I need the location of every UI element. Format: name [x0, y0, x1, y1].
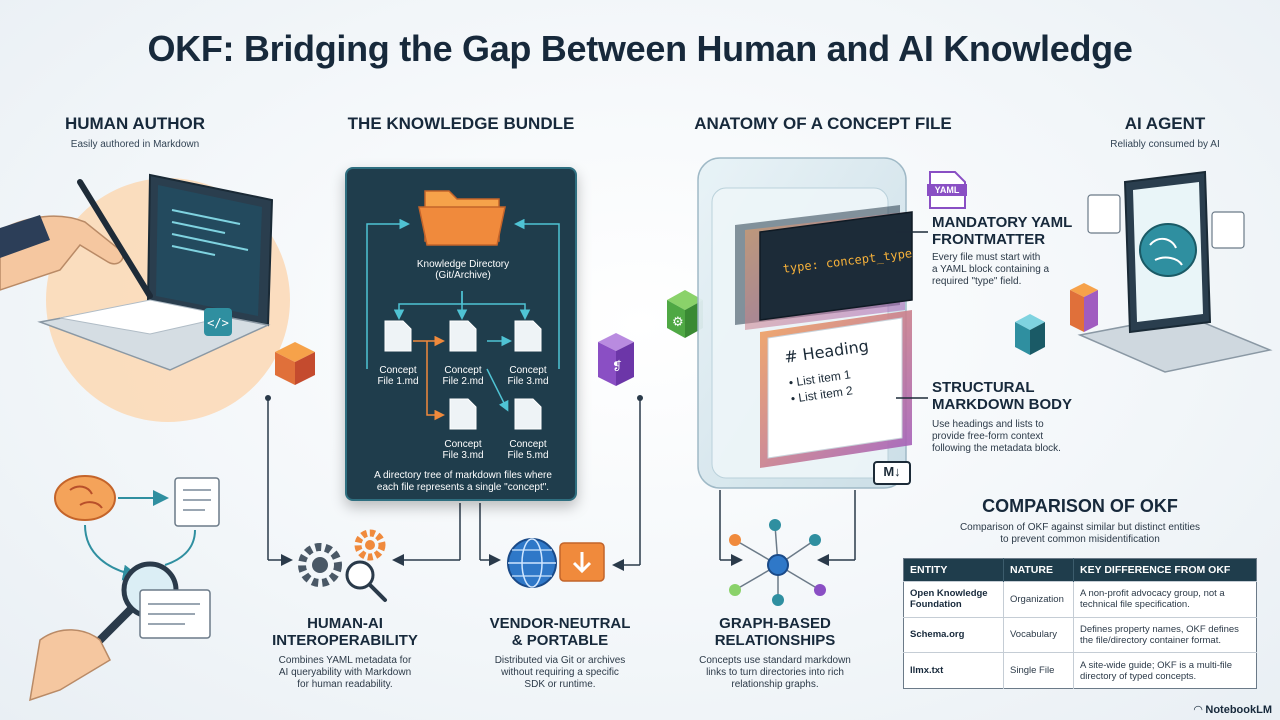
- writing-hand-icon: [0, 179, 153, 299]
- frontmatter-desc-line2: a YAML block containing a: [932, 264, 1050, 275]
- vendor-desc-line2: without requiring a specific: [501, 667, 619, 678]
- frontmatter-title-line2: FRONTMATTER: [932, 231, 1046, 248]
- vendor-desc-line1: Distributed via Git or archives: [494, 655, 626, 666]
- entity-cell: Schema.org: [903, 616, 1004, 653]
- header-nature: NATURE: [1003, 558, 1074, 582]
- comparison-subtitle-line2: to prevent common misidentification: [1000, 534, 1160, 545]
- graph-title-line2: RELATIONSHIPS: [714, 632, 836, 649]
- body-desc-line1: Use headings and lists to: [932, 419, 1044, 430]
- entity-cell: llmx.txt: [903, 652, 1004, 689]
- file-label-2a: Concept: [444, 365, 482, 376]
- header-key-difference: KEY DIFFERENCE FROM OKF: [1073, 558, 1257, 582]
- svg-text:❡: ❡: [612, 359, 622, 373]
- bundle-caption-line1: A directory tree of markdown files where: [374, 470, 552, 481]
- interop-title-line1: HUMAN-AI: [307, 615, 383, 632]
- table-row: Open Knowledge Foundation Organization A…: [903, 581, 1257, 618]
- graph-desc-line1: Concepts use standard markdown: [699, 655, 851, 666]
- nature-cell: Single File: [1003, 652, 1074, 689]
- ai-agent-subtitle: Reliably consumed by AI: [1110, 139, 1220, 150]
- body-title-line1: STRUCTURAL: [932, 379, 1035, 396]
- nature-cell: Organization: [1003, 581, 1074, 618]
- knowledge-bundle-panel: Knowledge Directory (Git/Archive) Concep…: [345, 167, 577, 501]
- folder-icon: [418, 190, 506, 246]
- file-label-5b: File 5.md: [507, 450, 549, 461]
- body-desc-line2: provide free-form context: [932, 431, 1044, 442]
- nature-cell: Vocabulary: [1003, 616, 1074, 653]
- anatomy-title: ANATOMY OF A CONCEPT FILE: [694, 114, 952, 133]
- magnifier-hand-icon: [29, 561, 211, 702]
- bundle-tree: [366, 190, 560, 430]
- vendor-title-line2: & PORTABLE: [511, 632, 609, 649]
- file-icon-5: [514, 398, 542, 430]
- frontmatter-desc-line1: Every file must start with: [932, 252, 1041, 263]
- laptop-icon: </>: [37, 173, 274, 371]
- bundle-caption-line2: each file represents a single "concept".: [376, 482, 550, 493]
- difference-cell: Defines property names, OKF defines the …: [1073, 616, 1257, 653]
- table-row: Schema.org Vocabulary Defines property n…: [903, 616, 1257, 653]
- file-label-4b: File 3.md: [442, 450, 484, 461]
- brain-document-icon: [54, 475, 220, 581]
- frontmatter-title-line1: MANDATORY YAML: [932, 214, 1073, 231]
- ai-agent-title: AI AGENT: [1124, 114, 1206, 133]
- root-label-line1: Knowledge Directory: [416, 259, 510, 270]
- file-label-3b: File 3.md: [507, 376, 549, 387]
- file-label-3a: Concept: [509, 365, 547, 376]
- svg-text:</>: </>: [207, 316, 229, 330]
- header-entity: ENTITY: [903, 558, 1004, 582]
- interop-desc-line3: for human readability.: [297, 679, 393, 690]
- globe-folder-icon: [507, 538, 605, 588]
- footer-brand-text: NotebookLM: [1205, 704, 1272, 716]
- graph-desc-line3: relationship graphs.: [731, 679, 819, 690]
- file-icon-4: [449, 398, 477, 430]
- comparison-title: COMPARISON OF OKF: [982, 496, 1178, 516]
- purple-cube-icon: ❡: [598, 333, 634, 386]
- frontmatter-desc-line3: required "type" field.: [932, 276, 1022, 287]
- orange-cube-icon: [275, 342, 315, 385]
- entity-cell: Open Knowledge Foundation: [903, 581, 1004, 618]
- body-title-line2: MARKDOWN BODY: [932, 396, 1072, 413]
- gears-icon: [298, 529, 387, 602]
- graph-network-icon: [729, 519, 826, 606]
- body-desc-line3: following the metadata block.: [932, 443, 1061, 454]
- page-title: OKF: Bridging the Gap Between Human and …: [147, 28, 1133, 69]
- table-header-row: ENTITY NATURE KEY DIFFERENCE FROM OKF: [903, 558, 1257, 582]
- interop-desc-line1: Combines YAML metadata for: [278, 655, 412, 666]
- file-label-5a: Concept: [509, 439, 547, 450]
- vendor-title-line1: VENDOR-NEUTRAL: [489, 615, 631, 632]
- file-label-2b: File 2.md: [442, 376, 484, 387]
- graph-desc-line2: links to turn directories into rich: [706, 667, 844, 678]
- file-icon-3: [514, 320, 542, 352]
- graph-title-line1: GRAPH-BASED: [719, 615, 831, 632]
- ai-agent-device-icon: [1015, 170, 1273, 373]
- table-row: llmx.txt Single File A site-wide guide; …: [903, 652, 1257, 689]
- markdown-logo-icon: [873, 461, 911, 485]
- svg-text:⚙: ⚙: [672, 315, 684, 330]
- comparison-subtitle-line1: Comparison of OKF against similar but di…: [959, 522, 1201, 533]
- root-label-line2: (Git/Archive): [435, 270, 491, 281]
- green-gear-cube-icon: ⚙: [667, 290, 703, 338]
- notebooklm-logo-icon: ◠: [1193, 704, 1203, 716]
- vendor-desc-line3: SDK or runtime.: [524, 679, 596, 690]
- human-author-title: HUMAN AUTHOR: [64, 114, 206, 133]
- markdown-badge: M↓: [883, 464, 901, 479]
- yaml-badge: YAML: [927, 184, 967, 196]
- interop-title-line2: INTEROPERABILITY: [272, 632, 418, 649]
- file-label-1b: File 1.md: [377, 376, 419, 387]
- file-icon-2: [449, 320, 477, 352]
- human-author-subtitle: Easily authored in Markdown: [70, 139, 200, 150]
- comparison-table: ENTITY NATURE KEY DIFFERENCE FROM OKF Op…: [903, 558, 1257, 689]
- file-icon-1: [384, 320, 412, 352]
- interop-desc-line2: AI queryability with Markdown: [278, 667, 412, 678]
- notebooklm-brand: ◠ NotebookLM: [1194, 703, 1272, 716]
- knowledge-bundle-title: THE KNOWLEDGE BUNDLE: [347, 114, 575, 133]
- file-label-4a: Concept: [444, 439, 482, 450]
- file-label-1a: Concept: [379, 365, 417, 376]
- difference-cell: A non-profit advocacy group, not a techn…: [1073, 581, 1257, 618]
- difference-cell: A site-wide guide; OKF is a multi-file d…: [1073, 652, 1257, 689]
- concept-file-cube: [697, 157, 913, 489]
